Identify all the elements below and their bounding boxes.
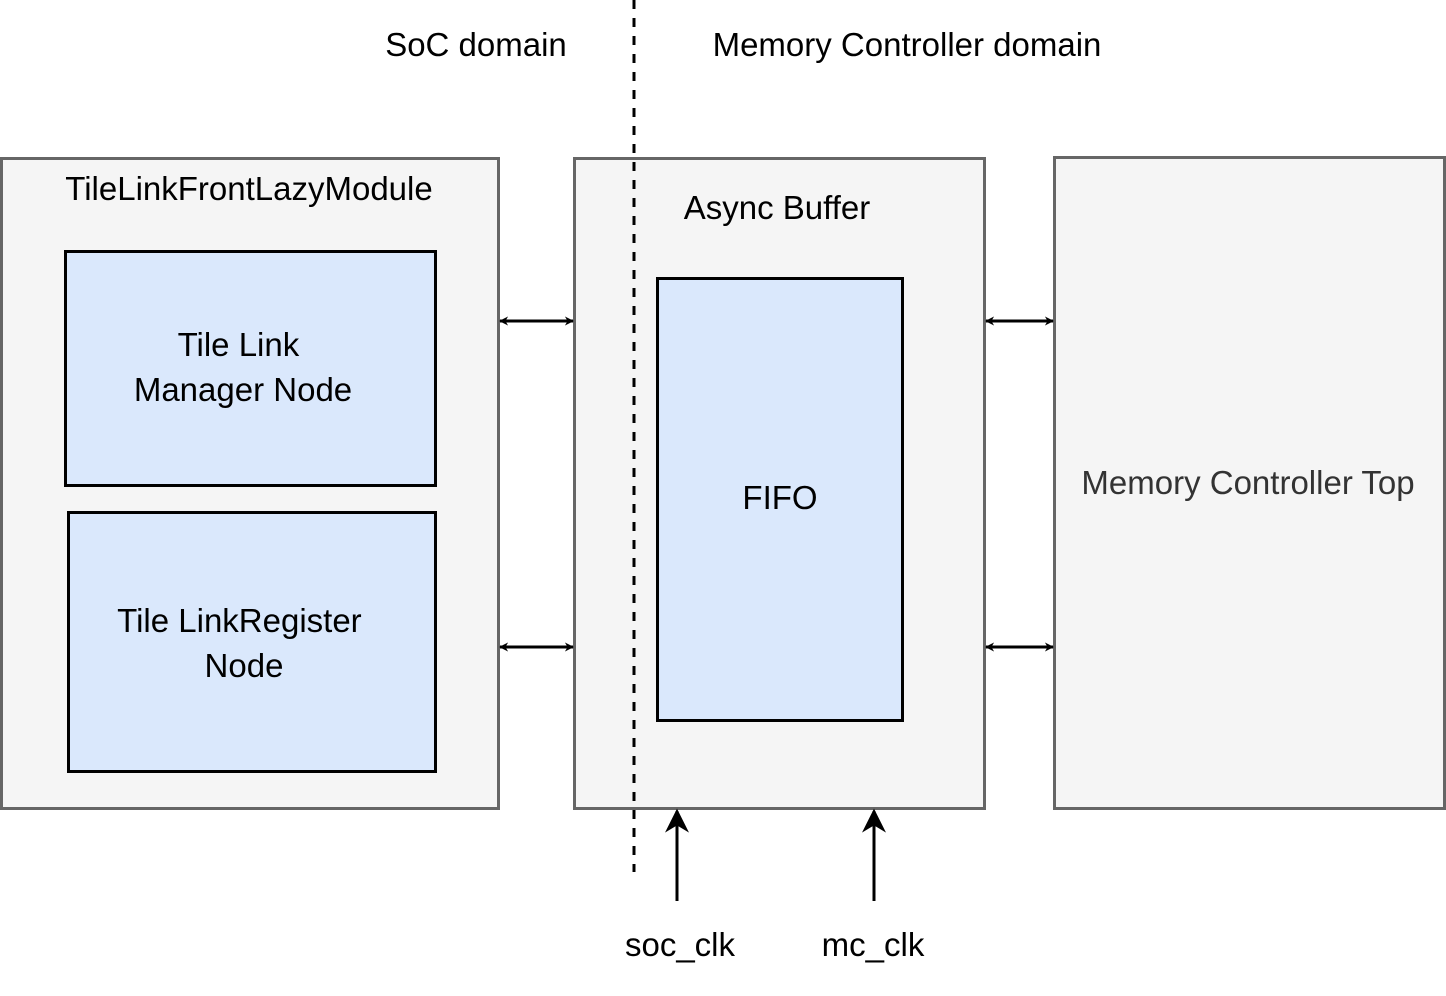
mc-top-label: Memory Controller Top [1081, 464, 1414, 501]
mc-domain-label: Memory Controller domain [713, 26, 1102, 63]
manager-node-box [64, 250, 437, 487]
register-node-label: Tile LinkRegister Node [117, 602, 371, 684]
manager-node-label-line2: Manager Node [134, 371, 352, 408]
register-node-label-line1: Tile LinkRegister [117, 602, 362, 639]
register-node-box [67, 511, 437, 773]
soc-domain-label: SoC domain [385, 26, 567, 63]
manager-node-label: Tile Link Manager Node [134, 326, 352, 408]
front-lazy-module-title: TileLinkFrontLazyModule [65, 170, 432, 207]
mc-top-container [1053, 156, 1446, 810]
register-node-label-line2: Node [205, 647, 284, 684]
fifo-label: FIFO [742, 479, 817, 516]
fifo-box [656, 277, 904, 722]
mc-clk-label: mc_clk [822, 926, 925, 963]
async-buffer-title: Async Buffer [684, 189, 870, 226]
manager-node-label-line1: Tile Link [178, 326, 300, 363]
soc-clk-label: soc_clk [625, 926, 736, 963]
